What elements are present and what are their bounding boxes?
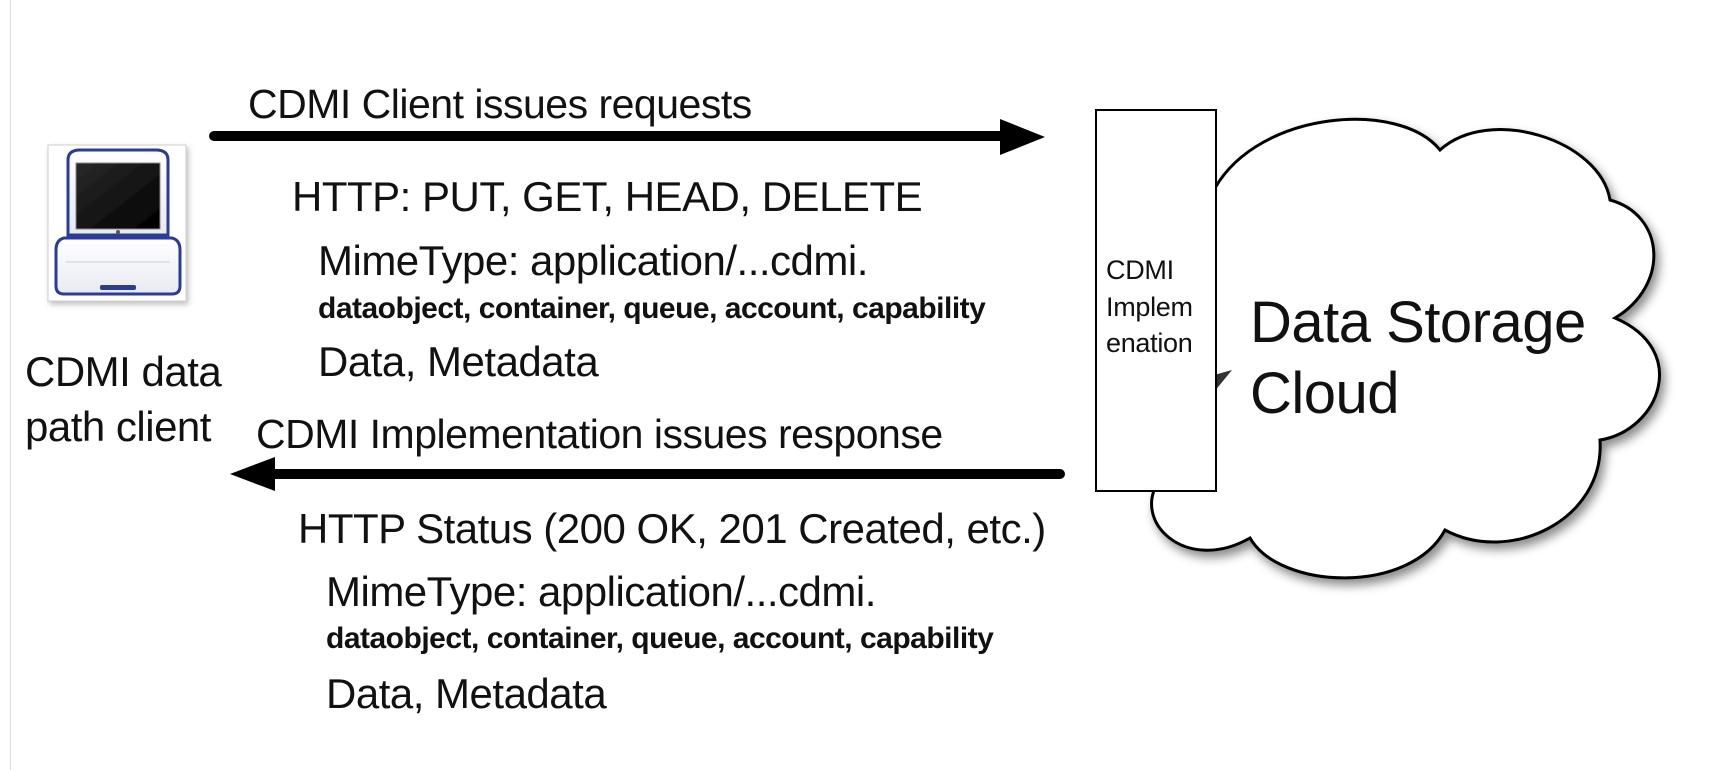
request-arrow-label: CDMI Client issues requests	[248, 81, 752, 127]
request-http-methods: HTTP: PUT, GET, HEAD, DELETE	[292, 173, 923, 220]
implementation-cloud-connector	[1214, 370, 1232, 392]
client-label: CDMI data path client	[25, 345, 222, 454]
response-mimetype: MimeType: application/...cdmi.	[326, 568, 876, 615]
client-label-line1: CDMI data	[25, 348, 222, 395]
laptop-icon	[47, 144, 187, 302]
request-object-types: dataobject, container, queue, account, c…	[318, 292, 986, 325]
request-payload: Data, Metadata	[318, 338, 599, 385]
response-object-types: dataobject, container, queue, account, c…	[326, 622, 994, 655]
cloud-label-line1: Data Storage	[1250, 290, 1586, 355]
implementation-label-line1: CDMI	[1106, 255, 1174, 285]
cloud-label-line2: Cloud	[1250, 360, 1400, 426]
request-arrowhead	[1000, 119, 1045, 155]
cloud-label: Data Storage Cloud	[1250, 288, 1586, 430]
page-left-rule	[10, 0, 11, 770]
response-arrow-label: CDMI Implementation issues response	[256, 411, 943, 457]
response-arrowhead	[230, 457, 275, 491]
implementation-box	[1095, 109, 1217, 492]
response-http-status: HTTP Status (200 OK, 201 Created, etc.)	[298, 505, 1046, 552]
client-label-line2: path client	[25, 402, 211, 450]
implementation-label-line3: enation	[1106, 328, 1193, 359]
request-mimetype: MimeType: application/...cdmi.	[318, 237, 868, 284]
response-payload: Data, Metadata	[326, 670, 607, 717]
implementation-label: CDMI Implem enation	[1106, 252, 1212, 362]
implementation-label-line2: Implem	[1106, 291, 1193, 322]
